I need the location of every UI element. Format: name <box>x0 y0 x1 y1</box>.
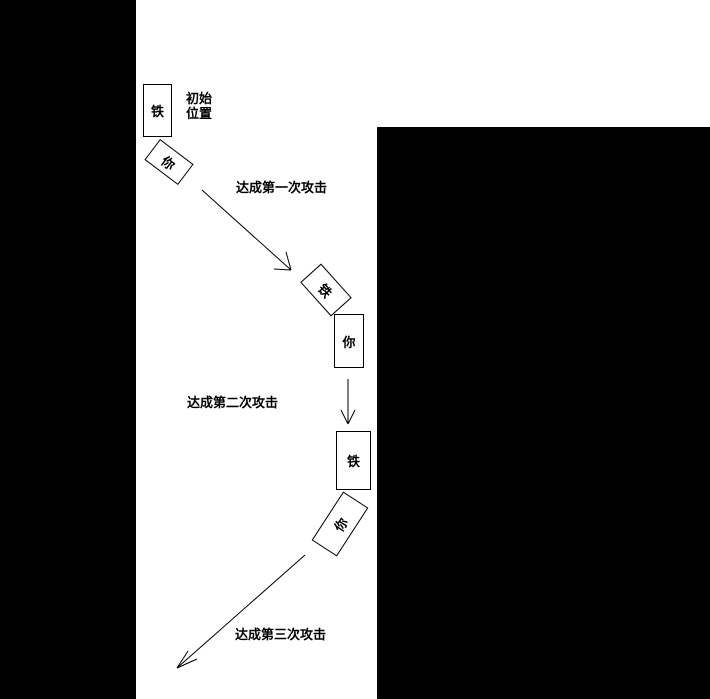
iron-box-stage3: 铁 <box>336 431 371 490</box>
you-label: 你 <box>158 153 178 174</box>
attack3-label: 达成第三次攻击 <box>235 628 327 643</box>
black-mask-right <box>377 127 710 699</box>
attack2-label: 达成第二次攻击 <box>187 396 279 411</box>
initial-position-line2: 位置 <box>186 107 213 122</box>
you-box-stage2: 你 <box>334 314 364 368</box>
attack1-label: 达成第一次攻击 <box>236 181 328 196</box>
iron-label: 铁 <box>346 455 360 470</box>
iron-label: 铁 <box>314 281 335 302</box>
initial-position-line1: 初始 <box>186 92 213 107</box>
initial-position-label: 初始 位置 <box>186 92 212 122</box>
you-label: 你 <box>331 515 352 535</box>
iron-box-initial: 铁 <box>143 84 172 137</box>
you-label: 你 <box>342 335 356 351</box>
iron-label: 铁 <box>150 105 164 120</box>
